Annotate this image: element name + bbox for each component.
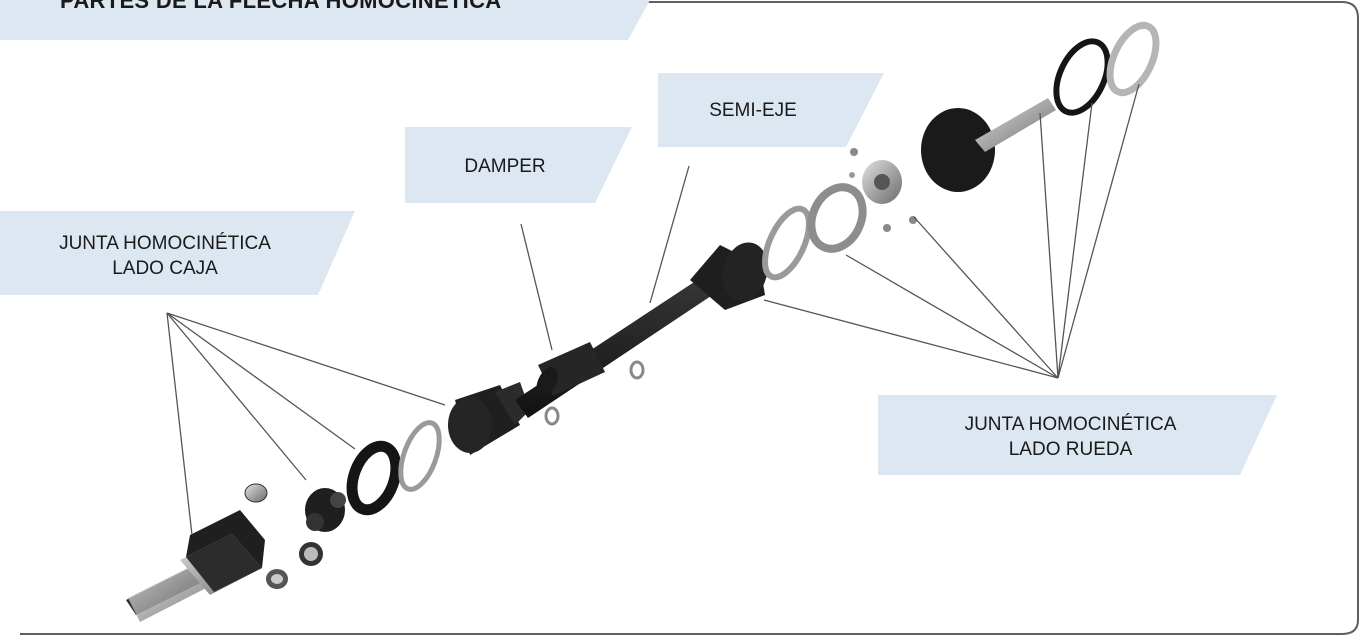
title-band [0,0,650,40]
label-damper: DAMPER [405,154,605,179]
cv-housing-box-side [126,510,265,622]
label-junta-rueda: JUNTA HOMOCINÉTICA LADO RUEDA [878,412,1263,462]
label-junta-rueda-line1: JUNTA HOMOCINÉTICA [964,414,1177,435]
leader-caja-1 [166,312,193,536]
leader-damper [520,223,553,351]
ball-2 [883,224,891,232]
inner-race [862,160,902,204]
leader-semi-eje [649,165,690,304]
ball-4 [849,172,855,178]
leader-rueda-6 [1057,83,1140,379]
leader-caja-3 [166,312,356,450]
ball-3 [909,216,917,224]
semi-eje-band [658,73,884,147]
locking-ring-wheel-side [1106,21,1160,97]
bearing-washer-1-inner [304,547,318,561]
junta-caja-band [0,211,355,295]
label-damper-text: DAMPER [464,156,546,177]
ball-1 [850,148,858,156]
bearing-washer-2-inner [271,574,283,584]
clamp-ring-box-side [398,420,442,492]
clamp-small-1 [544,406,560,426]
diagram-frame [20,1,1359,635]
clamp-small-2 [629,360,645,380]
boot-wheel-side [690,242,768,310]
damper-band [405,127,632,203]
clamp-ring-wheel-side [762,205,812,281]
label-junta-caja-line2: LADO CAJA [112,258,218,279]
leader-caja-2 [166,312,307,481]
label-junta-caja: JUNTA HOMOCINÉTICA LADO CAJA [0,231,330,281]
label-semi-eje-text: SEMI-EJE [709,100,797,121]
leader-rueda-2 [845,254,1059,379]
leader-lines [166,83,1140,536]
leader-rueda-3 [913,216,1059,379]
leader-rueda-1 [763,299,1059,379]
label-junta-caja-line1: JUNTA HOMOCINÉTICA [59,233,271,254]
seal-ring-black [346,440,402,516]
label-junta-rueda-line2: LADO RUEDA [1008,439,1133,460]
label-semi-eje: SEMI-EJE [658,98,848,123]
needle-bearing [244,483,268,503]
leader-rueda-5 [1057,102,1093,379]
seal-ring-wheel-side [1053,38,1111,116]
cv-cage [807,183,867,253]
diagram-title: PARTES DE LA FLECHA HOMOCINÉTICA [60,0,502,13]
leader-rueda-4 [1039,112,1059,379]
junta-rueda-band [878,395,1277,475]
cv-housing-wheel-side [921,98,1056,192]
boot-box-side [448,382,530,455]
tripod-spider [305,488,346,532]
leader-caja-4 [166,312,446,406]
